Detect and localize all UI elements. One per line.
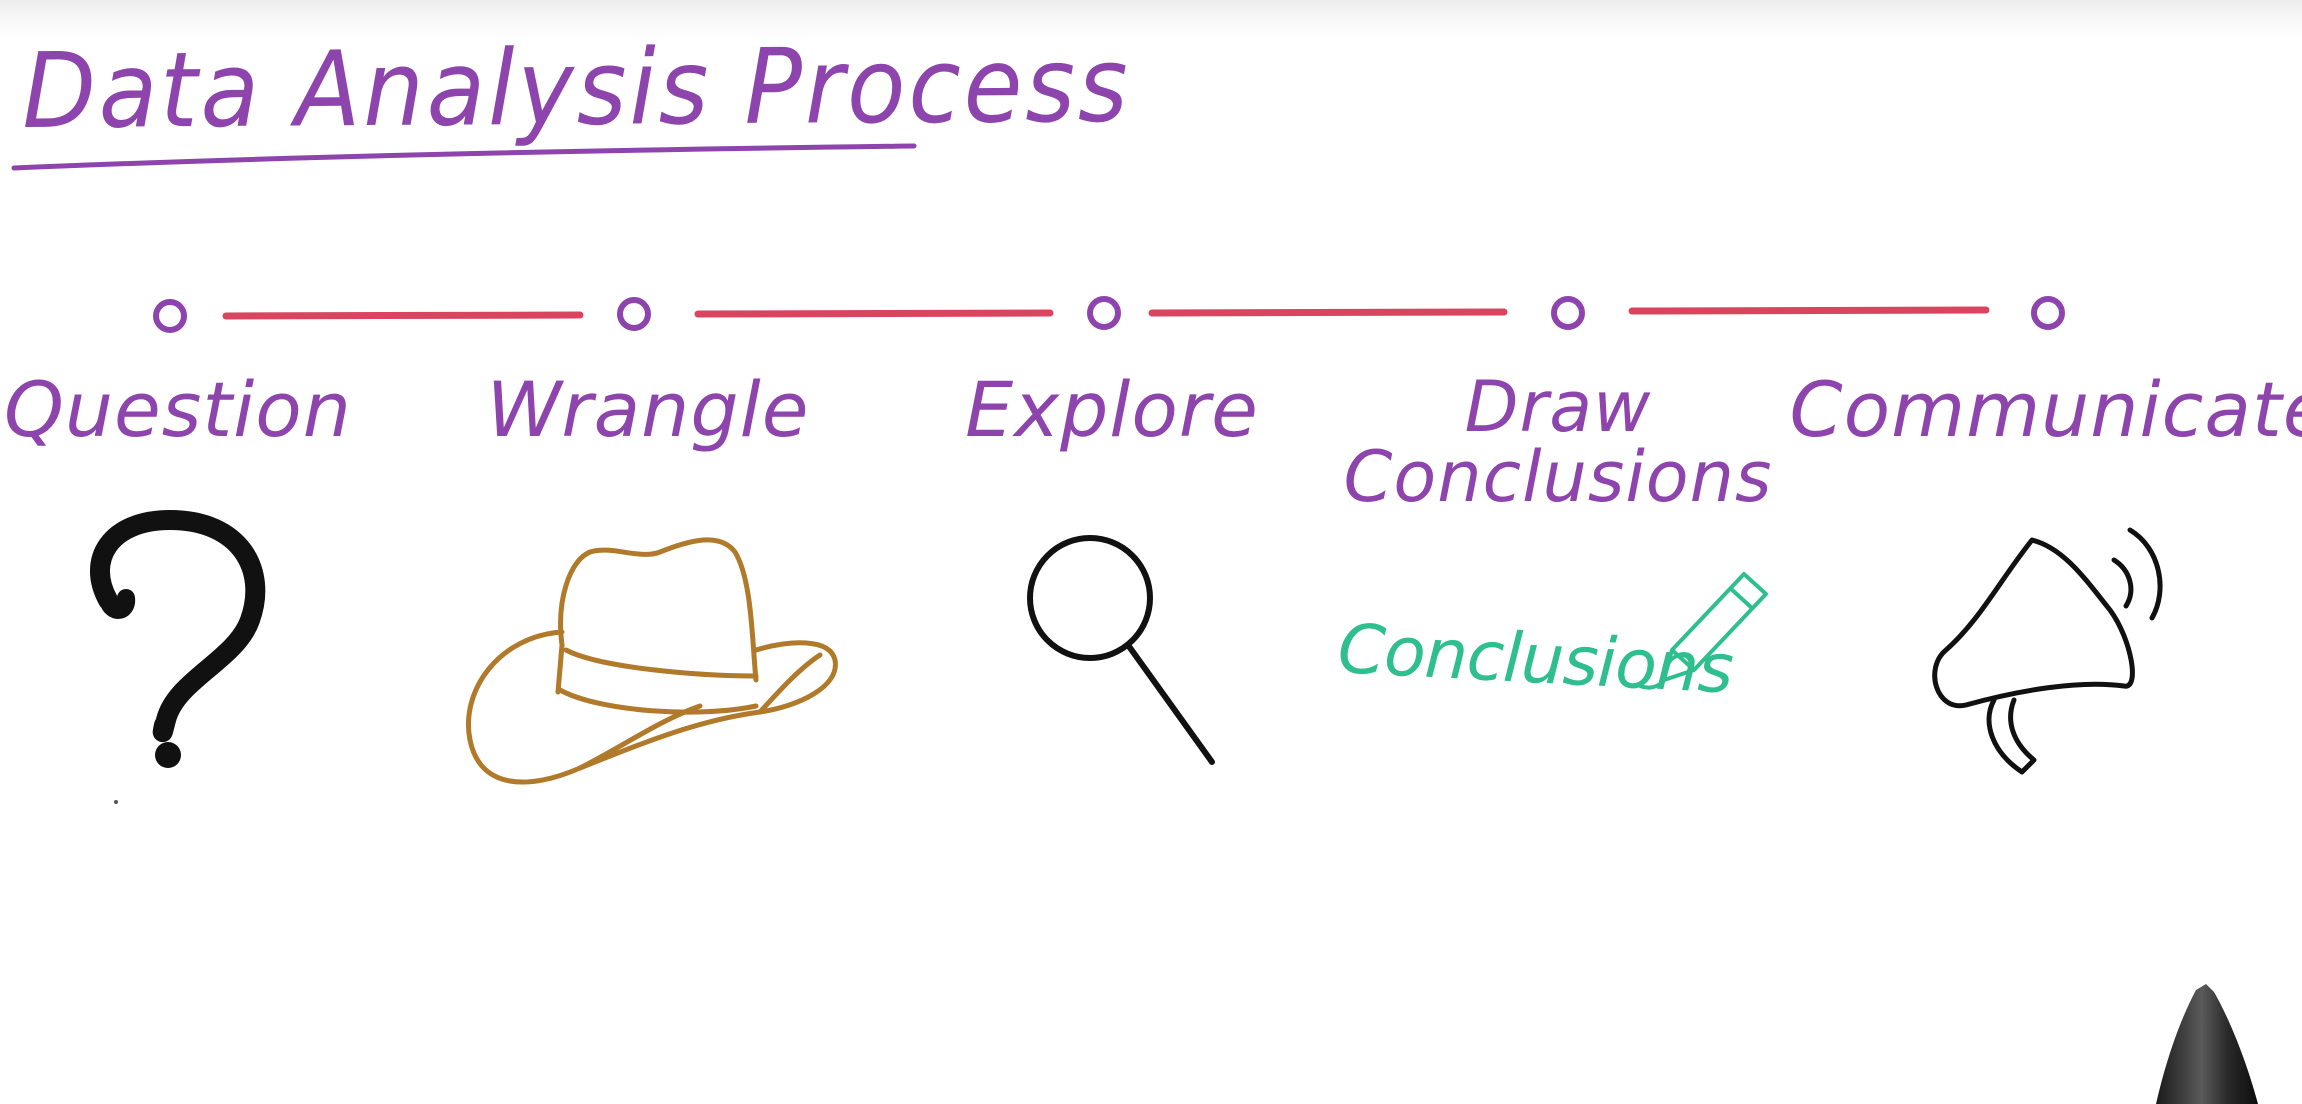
timeline-segment-3 bbox=[1148, 308, 1508, 317]
magnifying-glass-icon bbox=[1027, 535, 1215, 765]
pencil-icon bbox=[1639, 572, 1768, 690]
timeline-node-explore bbox=[1087, 296, 1121, 330]
step-label-draw: Draw bbox=[1464, 366, 1652, 448]
step-label-question: Question bbox=[4, 365, 352, 454]
step-label-communicate: Communicate bbox=[1789, 365, 2302, 454]
megaphone-icon bbox=[1932, 527, 2163, 775]
step-label-explore: Explore bbox=[965, 365, 1259, 454]
step-label-draw-conclusions: Draw Conclusions bbox=[1344, 372, 1773, 512]
step-label-conclusions: Conclusions bbox=[1343, 436, 1773, 518]
step-label-wrangle: Wrangle bbox=[486, 365, 810, 454]
question-mark-icon bbox=[90, 510, 266, 804]
timeline-segment-1 bbox=[222, 311, 584, 320]
timeline-node-question bbox=[153, 299, 187, 333]
timeline-node-communicate bbox=[2031, 296, 2065, 330]
timeline-line-segments bbox=[222, 306, 1990, 320]
timeline-node-wrangle bbox=[617, 297, 651, 331]
cowboy-hat-icon bbox=[466, 537, 838, 785]
timeline-segment-2 bbox=[694, 309, 1054, 318]
timeline-node-draw-conclusions bbox=[1551, 296, 1585, 330]
timeline-segment-4 bbox=[1628, 306, 1990, 315]
